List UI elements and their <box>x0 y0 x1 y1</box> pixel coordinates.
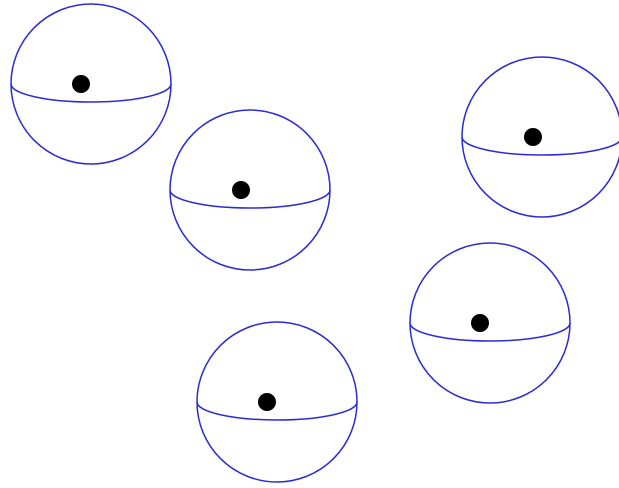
spheres-layer <box>11 4 619 482</box>
sphere-center-dot <box>258 393 276 411</box>
sphere-equator <box>170 190 330 208</box>
sphere-outline <box>410 243 570 403</box>
sphere-equator <box>11 84 171 102</box>
sphere <box>197 322 357 482</box>
sphere-center-dot <box>524 128 542 146</box>
sphere <box>170 110 330 270</box>
sphere-equator <box>197 402 357 420</box>
sphere-center-dot <box>232 181 250 199</box>
sphere-center-dot <box>471 314 489 332</box>
sphere <box>462 57 619 217</box>
sphere-outline <box>197 322 357 482</box>
sphere <box>11 4 171 164</box>
sphere <box>410 243 570 403</box>
sphere-equator <box>410 323 570 341</box>
sphere-outline <box>11 4 171 164</box>
sphere-center-dot <box>72 75 90 93</box>
